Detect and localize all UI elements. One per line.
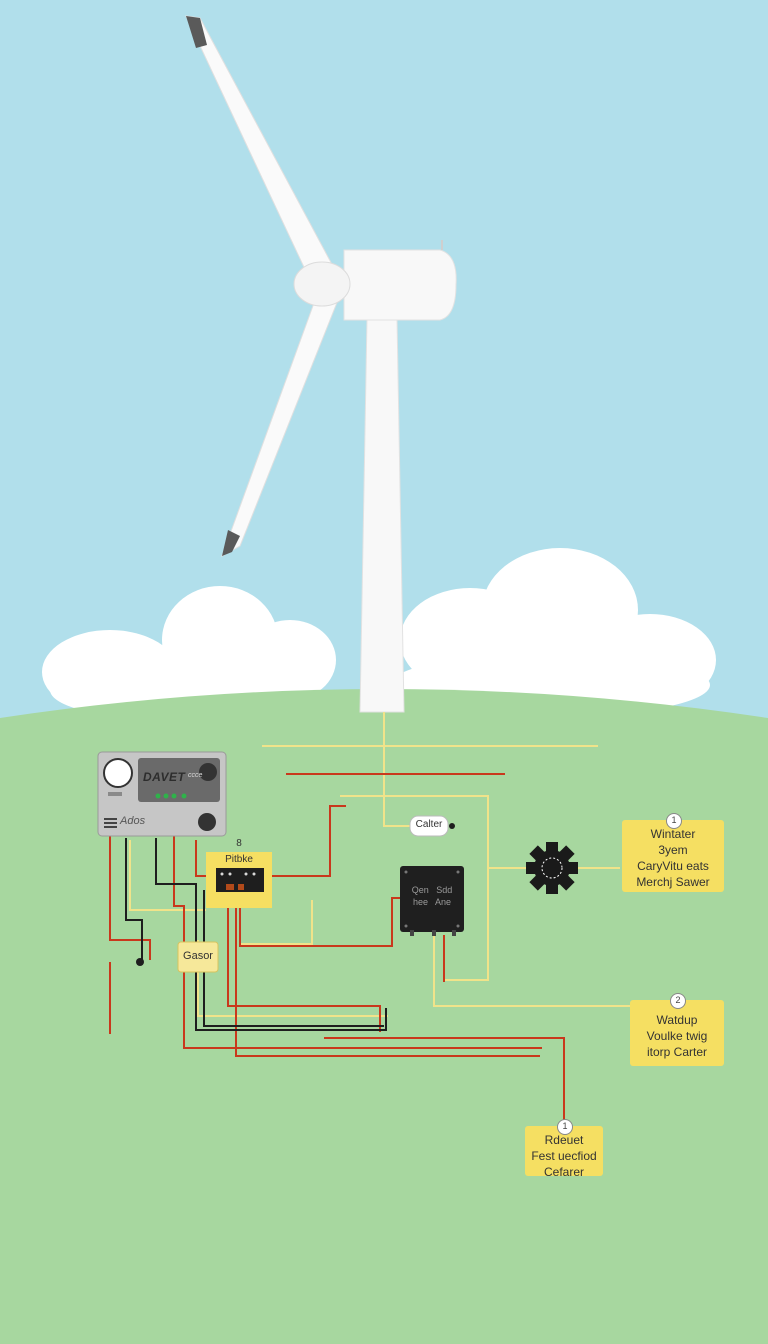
- controller-bottom-label: Ados: [120, 815, 160, 827]
- inverter-line4: Ane: [435, 897, 452, 907]
- note-2-line-3: itorp Carter: [646, 1045, 708, 1059]
- controller-brand-small: ccce: [188, 772, 212, 779]
- controller-bottom-label-text: Ados: [120, 815, 146, 827]
- note-3-line-2: Fest uecfiod: [531, 1149, 597, 1163]
- callout-note-3: 1 Rdeuet Fest uecfiod Cefarer: [525, 1119, 603, 1179]
- note-1-line-4: Merchj Sawer: [636, 875, 710, 889]
- relay-module: [206, 852, 272, 908]
- note-1-line-1: Wintater: [650, 827, 696, 841]
- callout-note-1: 1 Wintater 3yem CaryVitu eats Merchj Saw…: [622, 813, 724, 892]
- controller-port: [198, 813, 216, 831]
- small-sensor-box: [177, 941, 219, 973]
- small-box-label: Gasor: [178, 950, 218, 962]
- relay-label: Pitbke: [206, 854, 272, 865]
- controller-brand-text: DAVET: [143, 770, 186, 784]
- led-2: [163, 793, 169, 799]
- callout-number-3: 1: [557, 1119, 573, 1135]
- caller-plug-dot: [449, 823, 455, 829]
- note-2-line-1: Watdup: [656, 1013, 698, 1027]
- menu-icon: [104, 818, 117, 820]
- relay-number: 8: [226, 838, 252, 849]
- note-1-line-3: CaryVitu eats: [637, 859, 709, 873]
- caller-connector: [409, 815, 449, 837]
- inverter-module: [400, 866, 464, 936]
- note-2-line-2: Voulke twig: [646, 1029, 708, 1043]
- inverter-line1: Qen: [411, 885, 429, 895]
- callout-note-2: 2 Watdup Voulke twig itorp Carter: [630, 993, 724, 1066]
- small-box-label-text: Gasor: [183, 950, 213, 962]
- turbine-hub: [293, 261, 351, 307]
- caller-label: Calter: [410, 819, 448, 830]
- led-4: [181, 793, 187, 799]
- charge-controller: [97, 751, 227, 837]
- callout-number-1: 1: [666, 813, 682, 829]
- inverter-line3: hee: [412, 897, 428, 907]
- callout-number-2: 2: [670, 993, 686, 1009]
- gear-fan-icon: [526, 842, 578, 894]
- blade-tip-lower: [222, 530, 240, 556]
- wire-junction: [136, 958, 144, 966]
- caller-label-text: Calter: [415, 819, 443, 830]
- led-3: [171, 793, 177, 799]
- relay-label-text: Pitbke: [225, 854, 253, 865]
- controller-brand-small-text: ccce: [188, 772, 203, 779]
- note-1-line-2: 3yem: [658, 843, 688, 857]
- controller-brand: DAVET: [143, 770, 187, 784]
- inverter-labels: Qen Sdd hee Ane: [404, 884, 460, 908]
- turbine-nacelle: [343, 249, 457, 321]
- controller-dial: [103, 758, 133, 788]
- note-3-line-3: Cefarer: [543, 1165, 584, 1179]
- blade-tip-upper: [186, 16, 207, 48]
- red-wires: [109, 773, 565, 1128]
- controller-knob: [199, 763, 217, 781]
- turbine-tower: [359, 317, 405, 713]
- inverter-line2: Sdd: [436, 885, 453, 895]
- led-1: [155, 793, 161, 799]
- note-3-line-1: Rdeuet: [544, 1133, 584, 1147]
- relay-number-text: 8: [236, 838, 242, 849]
